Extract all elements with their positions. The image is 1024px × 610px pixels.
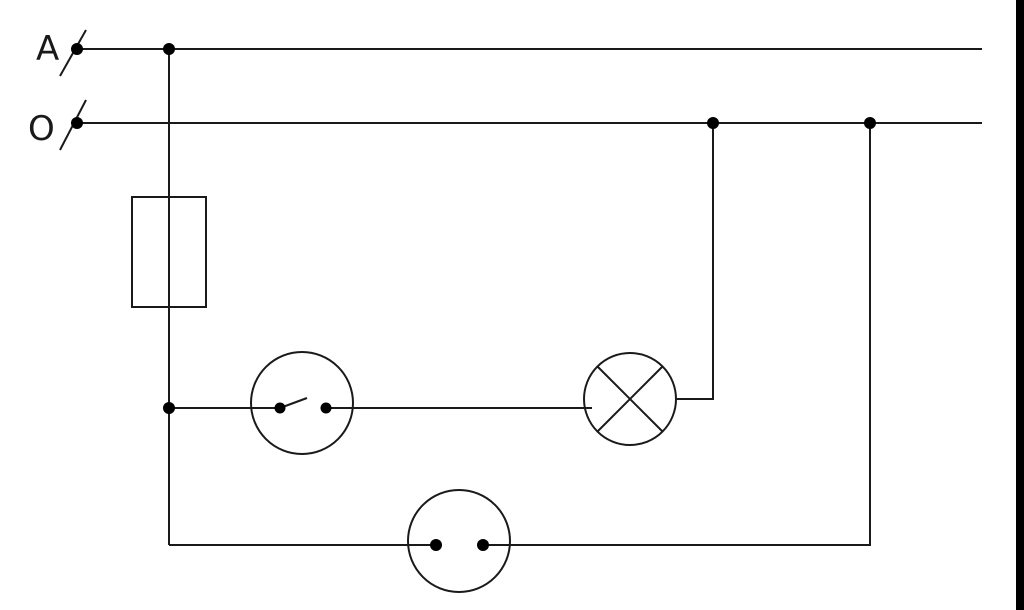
socket-return-wire: [483, 123, 871, 546]
phase-junction-dot: [163, 43, 175, 55]
lamp-cross-b: [596, 365, 664, 433]
lamp-icon: [583, 352, 677, 446]
lamp-neutral-junction-dot: [707, 117, 719, 129]
socket-neutral-junction-dot: [864, 117, 876, 129]
socket-pin-right: [477, 539, 489, 551]
neutral-terminal-label: O: [28, 109, 55, 149]
socket-icon: [407, 489, 511, 593]
fuse-icon: [131, 196, 207, 308]
socket-enclosure: [407, 489, 511, 593]
phase-terminal-dot: [71, 43, 83, 55]
lamp-return-wire: [676, 123, 714, 400]
switch-enclosure: [250, 351, 354, 455]
switch-contact-right: [320, 402, 332, 414]
switch-icon: [250, 351, 354, 455]
branch-junction-dot: [163, 402, 175, 414]
phase-terminal-label: A: [36, 29, 59, 69]
lamp-enclosure: [583, 352, 677, 446]
socket-pin-left: [430, 539, 442, 551]
neutral-terminal-dot: [71, 117, 83, 129]
switch-contact-left: [274, 402, 286, 414]
right-edge-bar: [1016, 0, 1024, 610]
